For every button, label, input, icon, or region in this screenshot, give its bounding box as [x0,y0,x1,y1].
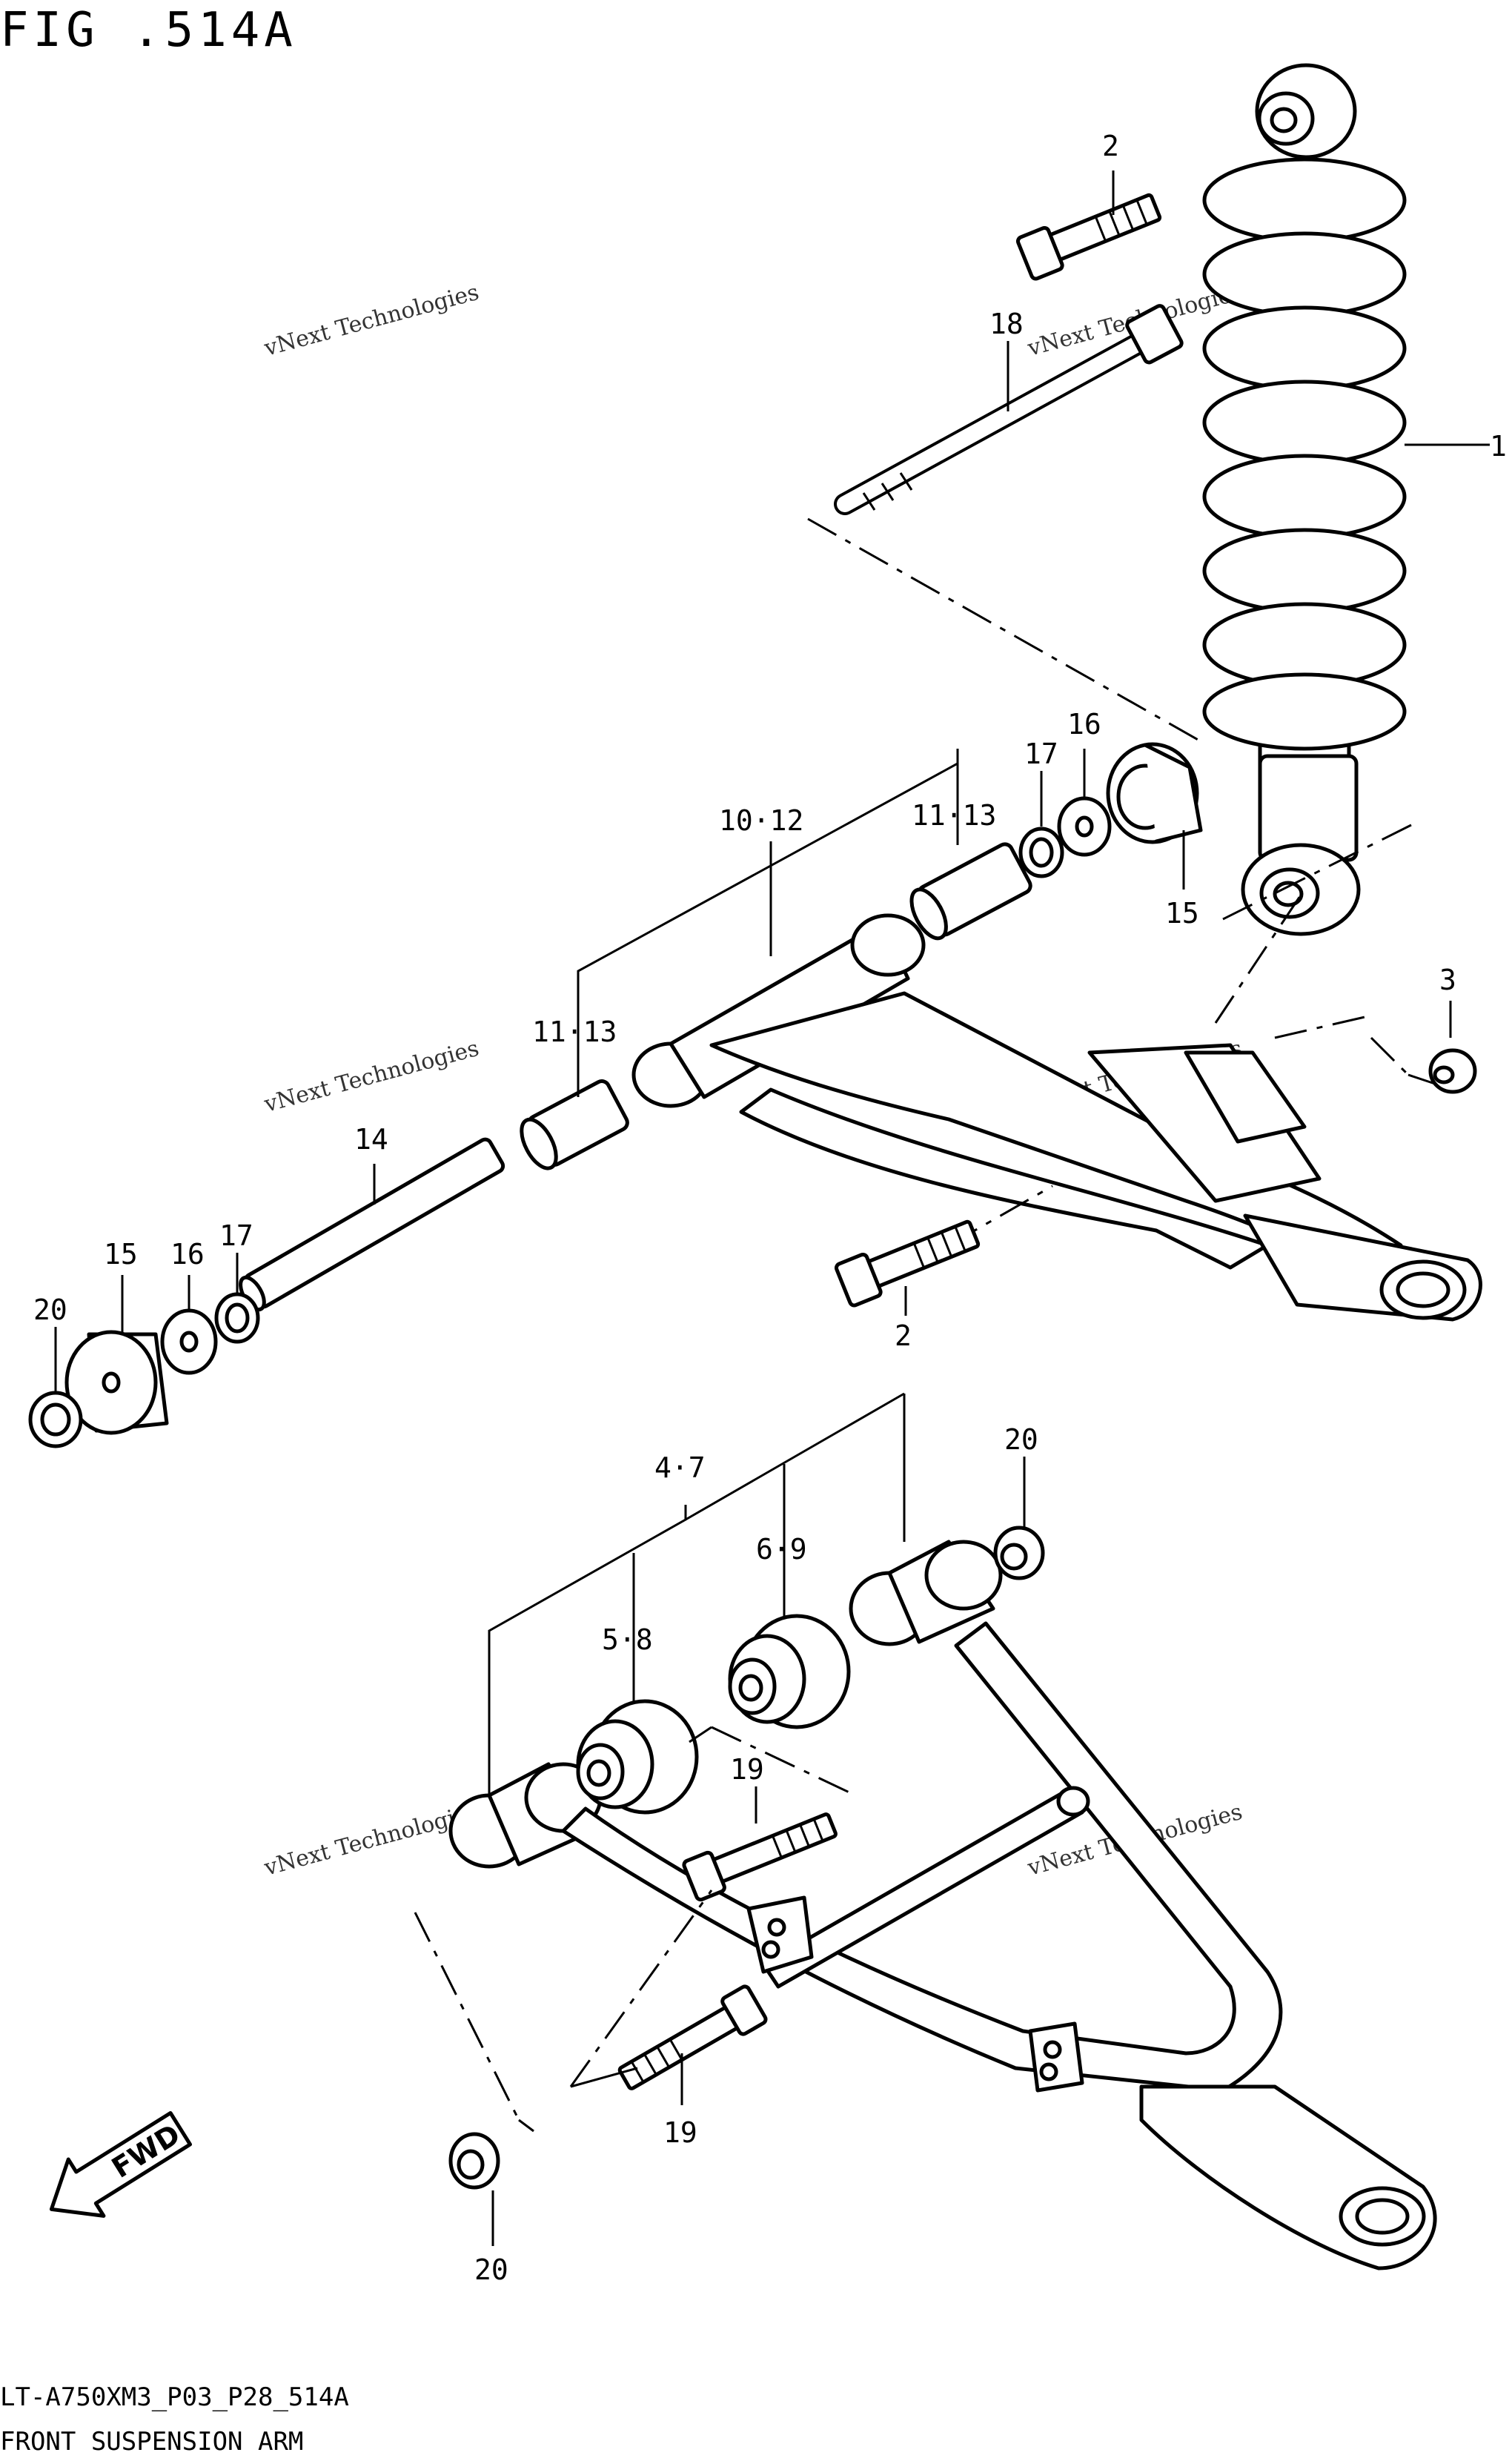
collar-11-13-left [520,1079,629,1170]
bolt-2-top [1015,193,1162,281]
leader-lines-lower [414,1392,1026,2246]
callout-1: 1 [1490,430,1507,463]
callout-10-12: 10·12 [719,804,803,837]
callout-15: 15 [104,1238,138,1271]
callout-19: 19 [663,2116,697,2149]
washer-16-right [1057,796,1112,857]
washer-16-left [160,1308,218,1375]
bolt-19-lower [617,1984,768,2090]
figure-title: FIG .514A [0,3,297,58]
ring-17-right [1018,827,1064,878]
callout-11-13: 11·13 [912,799,996,832]
nut-20-left [28,1391,83,1448]
watermark-mid-left: vNext Technologies [261,1036,482,1118]
collar-11-13-right [909,842,1032,941]
callout-2: 2 [895,1319,912,1352]
figure-caption: FRONT SUSPENSION ARM [0,2427,303,2457]
callout-20: 20 [1004,1423,1038,1456]
ring-17-left [214,1292,260,1344]
nut-20-right [993,1526,1045,1580]
callout-19: 19 [730,1753,764,1786]
callout-2: 2 [1102,130,1119,162]
callout-16: 16 [170,1238,205,1271]
shock-absorber [1202,63,1490,936]
bushing-5-8 [576,1699,699,1815]
model-code: LT-A750XM3_P03_P28_514A [0,2382,349,2412]
callout-5-8: 5·8 [602,1623,653,1656]
cap-15-right [1106,742,1203,844]
callout-20: 20 [33,1294,67,1326]
bushing-6-9 [728,1614,851,1729]
watermark-low-left: vNext Technologies [261,1799,482,1881]
cap-15-left [64,1330,169,1435]
pipe-14 [239,1137,505,1312]
callout-labels: 1 2 2 3 4·7 5·8 6·9 10·12 11·13 11·13 14… [33,130,1507,2286]
callout-20: 20 [474,2253,508,2286]
lower-arm [448,1540,1437,2270]
callout-14: 14 [354,1123,388,1156]
nut-3 [1428,1048,1477,1094]
bolt-19-upper [682,1812,838,1902]
spring-coils [1202,157,1407,751]
watermark-text: vNext Technologies [261,1799,482,1881]
callout-15: 15 [1165,897,1199,930]
bolt-2-lower [834,1219,981,1308]
watermark-text: vNext Technologies [261,1036,482,1118]
callout-3: 3 [1439,964,1456,996]
watermark-text: vNext Technologies [261,279,482,362]
nut-20-bottom [448,2132,500,2190]
watermark-top-left: vNext Technologies [261,279,482,362]
callout-17: 17 [1024,738,1058,770]
callout-11-13: 11·13 [532,1016,617,1048]
upper-arm [631,913,1482,1322]
callout-4-7: 4·7 [654,1451,706,1484]
callout-16: 16 [1067,708,1101,741]
callout-17: 17 [219,1219,253,1252]
callout-18: 18 [989,308,1024,340]
fwd-arrow-icon: FWD [49,2111,193,2218]
callout-6-9: 6·9 [756,1533,807,1566]
long-bolt-18 [834,304,1184,515]
